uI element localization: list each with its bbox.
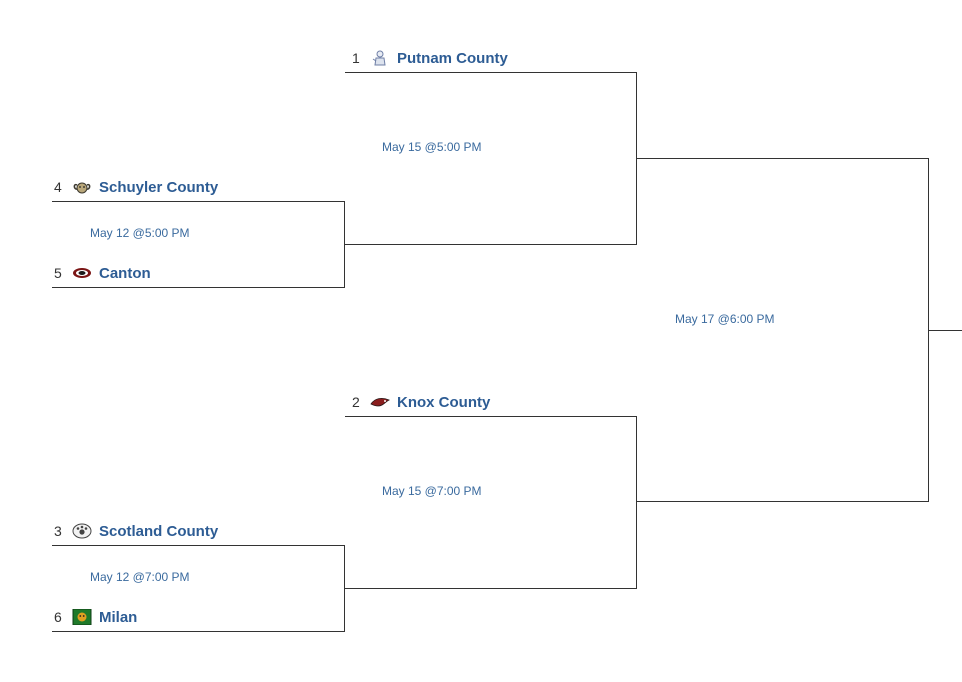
wildcat-logo-icon [72, 608, 92, 626]
team-scotland-county: 3 Scotland County [54, 520, 218, 542]
team-putnam-county: 1 Putnam County [352, 47, 508, 69]
game-time-link[interactable]: May 17 @6:00 PM [675, 312, 775, 326]
seed-number: 4 [54, 179, 62, 195]
team-name-link[interactable]: Schuyler County [99, 178, 219, 196]
bracket-line [345, 244, 637, 245]
bracket-line [636, 416, 637, 589]
seed-number: 2 [352, 394, 360, 410]
bracket-line [929, 330, 962, 331]
seed-number: 3 [54, 523, 62, 539]
team-name-link[interactable]: Knox County [397, 393, 491, 411]
bracket-line [52, 201, 345, 202]
team-name-link[interactable]: Milan [99, 608, 138, 626]
bracket-line [52, 631, 345, 632]
bracket-line [52, 545, 345, 546]
seed-number: 5 [54, 265, 62, 281]
seed-number: 6 [54, 609, 62, 625]
game-time-link[interactable]: May 15 @5:00 PM [382, 140, 482, 154]
team-knox-county: 2 Knox County [352, 391, 490, 413]
tiger-paw-logo-icon [72, 523, 92, 539]
tiger-logo-icon [72, 265, 92, 281]
team-name-link[interactable]: Putnam County [397, 49, 508, 67]
team-schuyler-county: 4 Schuyler County [54, 176, 218, 198]
eagle-logo-icon [370, 394, 390, 410]
ram-logo-icon [72, 179, 92, 195]
bracket-line [928, 158, 929, 502]
seed-number: 1 [352, 50, 360, 66]
bracket-line [345, 588, 637, 589]
team-name-link[interactable]: Canton [99, 264, 151, 282]
bracket-line [345, 416, 637, 417]
midget-logo-icon [370, 50, 390, 66]
bracket-line [52, 287, 345, 288]
bracket-line [637, 501, 929, 502]
bracket-line [345, 72, 637, 73]
bracket-line [637, 158, 929, 159]
game-time-link[interactable]: May 12 @7:00 PM [90, 570, 190, 584]
bracket-line [344, 201, 345, 288]
game-time-link[interactable]: May 12 @5:00 PM [90, 226, 190, 240]
team-name-link[interactable]: Scotland County [99, 522, 219, 540]
bracket-line [636, 72, 637, 245]
game-time-link[interactable]: May 15 @7:00 PM [382, 484, 482, 498]
bracket-line [344, 545, 345, 632]
team-canton: 5 Canton [54, 262, 151, 284]
team-milan: 6 Milan [54, 606, 137, 628]
